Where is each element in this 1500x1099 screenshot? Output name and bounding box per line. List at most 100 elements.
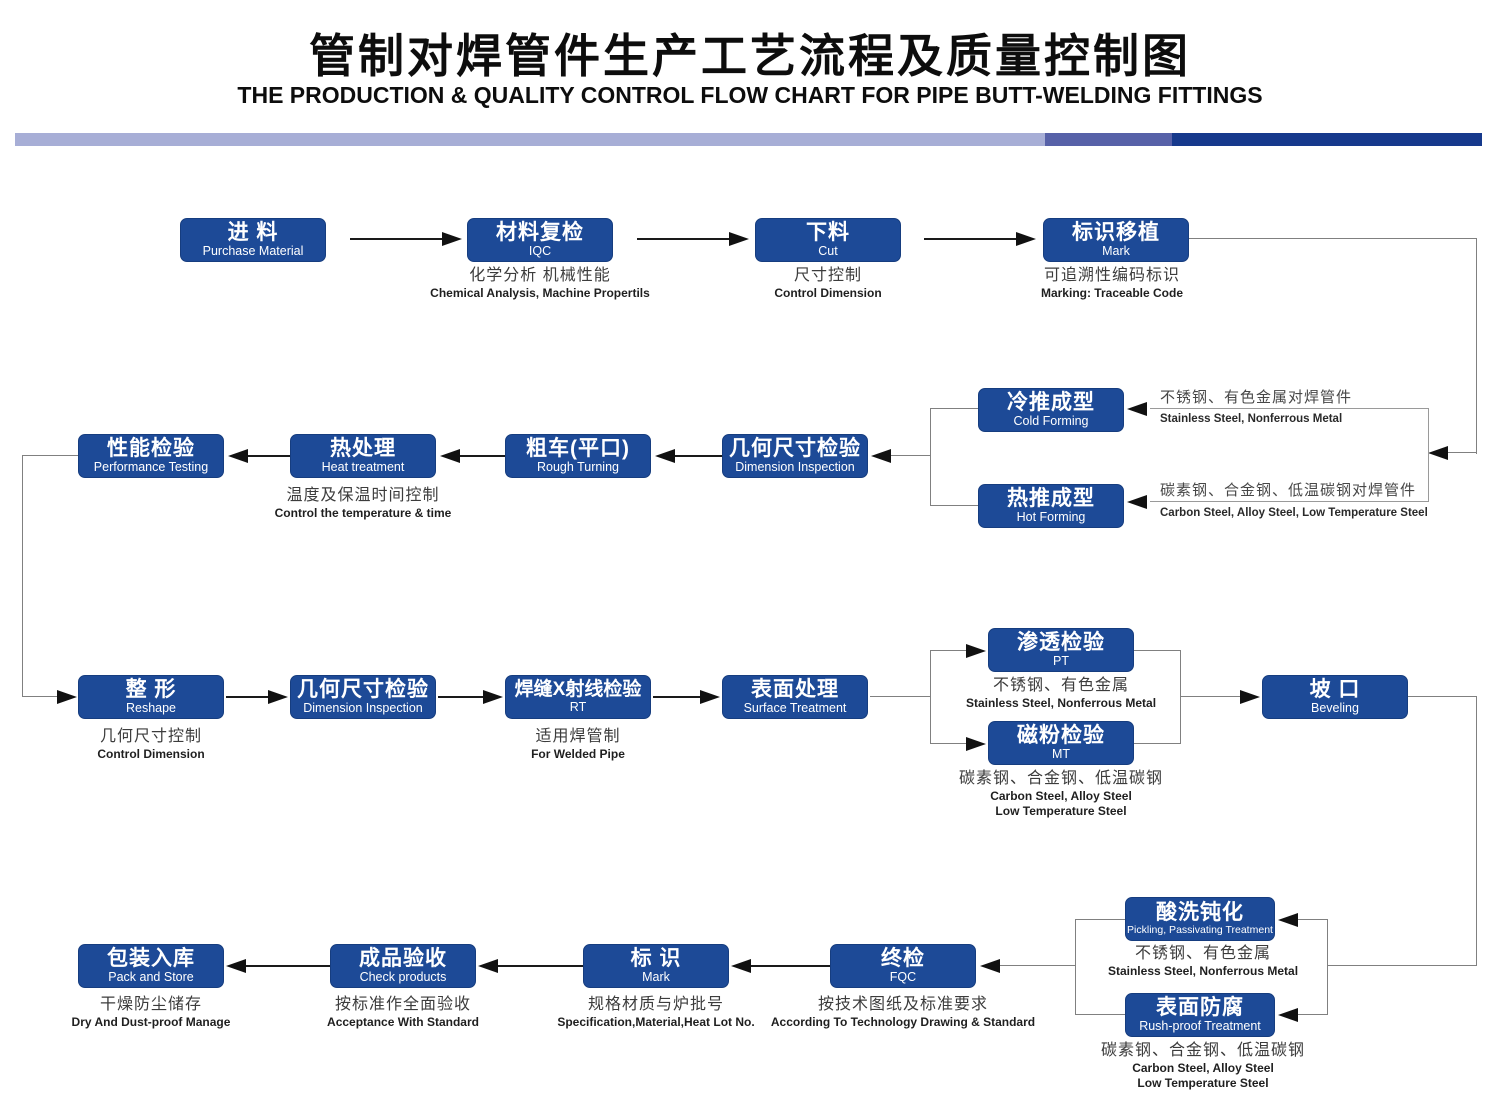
node-rt-inspection: 焊缝X射线检验 RT: [505, 675, 651, 719]
page-subtitle: THE PRODUCTION & QUALITY CONTROL FLOW CH…: [237, 82, 1263, 108]
note-check-products-zh: 按标准作全面验收: [334, 996, 471, 1013]
note-fqc-zh: 按技术图纸及标准要求: [817, 996, 988, 1013]
node-pt-en: PT: [1053, 653, 1069, 668]
note-pack-and-store: 干燥防尘储存 Dry And Dust-proof Manage: [1, 995, 301, 1030]
node-beveling-zh: 坡 口: [1309, 677, 1361, 701]
note-mark-transplant: 可追溯性编码标识 Marking: Traceable Code: [962, 266, 1262, 301]
label-cold-forming-en: Stainless Steel, Nonferrous Metal: [1160, 413, 1343, 425]
node-pt: 渗透检验 PT: [988, 628, 1134, 672]
node-pickling-passivating-zh: 酸洗钝化: [1156, 900, 1244, 924]
arrowhead-right: [1240, 690, 1260, 704]
note-mt-zh: 碳素钢、合金钢、低温碳钢: [958, 770, 1163, 787]
node-rough-turning: 粗车(平口) Rough Turning: [505, 434, 651, 478]
arrowhead-left: [1127, 495, 1147, 509]
flow-line: [498, 965, 583, 967]
arrowhead-left: [655, 449, 675, 463]
node-rust-proof-treatment: 表面防腐 Rush-proof Treatment: [1125, 993, 1275, 1037]
note-mt: 碳素钢、合金钢、低温碳钢 Carbon Steel, Alloy Steel L…: [911, 769, 1211, 819]
note-mark-final-en: Specification,Material,Heat Lot No.: [557, 1015, 755, 1029]
note-pickling: 不锈钢、有色金属 Stainless Steel, Nonferrous Met…: [1053, 944, 1353, 979]
note-fqc: 按技术图纸及标准要求 According To Technology Drawi…: [733, 995, 1073, 1030]
node-purchase-material-en: Purchase Material: [202, 243, 304, 258]
arrowhead-right: [700, 690, 720, 704]
note-mt-en2: Low Temperature Steel: [995, 804, 1127, 818]
node-beveling-en: Beveling: [1311, 700, 1359, 715]
node-pack-and-store: 包装入库 Pack and Store: [78, 944, 224, 988]
note-rt-zh: 适用焊管制: [535, 728, 621, 745]
node-mark-final-en: Mark: [642, 969, 670, 984]
flow-line: [248, 455, 290, 457]
node-reshape: 整 形 Reshape: [78, 675, 224, 719]
connector-line: [930, 650, 931, 744]
node-fqc: 终检 FQC: [830, 944, 976, 988]
node-mt-zh: 磁粉检验: [1017, 723, 1105, 747]
node-mark-transplant: 标识移植 Mark: [1043, 218, 1189, 262]
node-pack-and-store-en: Pack and Store: [108, 969, 194, 984]
arrowhead-left: [440, 449, 460, 463]
arrowhead-left: [871, 449, 891, 463]
connector-line: [890, 455, 930, 456]
node-mark-transplant-en: Mark: [1102, 243, 1130, 258]
connector-line: [22, 696, 58, 697]
node-heat-treatment: 热处理 Heat treatment: [290, 434, 436, 478]
node-mt-en: MT: [1051, 746, 1071, 761]
connector-line: [1000, 965, 1075, 966]
header-bar-dark: [1172, 133, 1482, 146]
node-hot-forming-en: Hot Forming: [1016, 509, 1086, 524]
connector-line: [1476, 238, 1477, 454]
note-mark-transplant-en: Marking: Traceable Code: [1040, 286, 1184, 300]
node-iqc-zh: 材料复检: [496, 220, 584, 244]
connector-line: [1075, 1014, 1125, 1015]
arrowhead-left: [228, 449, 248, 463]
node-iqc: 材料复检 IQC: [467, 218, 613, 262]
label-cold-forming-zh: 不锈钢、有色金属对焊管件: [1160, 389, 1353, 406]
node-fqc-en: FQC: [889, 969, 917, 984]
note-mark-final-zh: 规格材质与炉批号: [587, 996, 724, 1013]
label-hot-forming-zh: 碳素钢、合金钢、低温碳钢对焊管件: [1160, 482, 1417, 499]
connector-line: [1327, 965, 1477, 966]
note-rt: 适用焊管制 For Welded Pipe: [428, 727, 728, 762]
note-cut: 尺寸控制 Control Dimension: [678, 266, 978, 301]
connector-line: [930, 408, 931, 506]
note-rust-proof-en2: Low Temperature Steel: [1137, 1076, 1269, 1090]
node-beveling: 坡 口 Beveling: [1262, 675, 1408, 719]
note-iqc-zh: 化学分析 机械性能: [469, 267, 611, 284]
node-performance-testing: 性能检验 Performance Testing: [78, 434, 224, 478]
node-check-products-zh: 成品验收: [359, 946, 447, 970]
node-rust-proof-treatment-en: Rush-proof Treatment: [1139, 1018, 1261, 1033]
connector-line: [1180, 696, 1240, 697]
connector-line: [930, 408, 978, 409]
node-performance-testing-en: Performance Testing: [93, 459, 209, 474]
connector-line: [22, 455, 78, 456]
node-pickling-passivating-en: Pickling, Passivating Treatment: [1127, 924, 1273, 937]
node-cold-forming: 冷推成型 Cold Forming: [978, 388, 1124, 432]
node-reshape-zh: 整 形: [125, 677, 177, 701]
header-bar-mid: [1045, 133, 1172, 146]
note-cut-en: Control Dimension: [774, 286, 882, 300]
connector-line: [930, 743, 966, 744]
note-mark-transplant-zh: 可追溯性编码标识: [1043, 267, 1180, 284]
connector-line: [1297, 919, 1327, 920]
connector-line: [1075, 919, 1076, 1015]
note-pt-en: Stainless Steel, Nonferrous Metal: [965, 696, 1157, 710]
node-hot-forming-zh: 热推成型: [1007, 486, 1095, 510]
node-heat-treatment-en: Heat treatment: [321, 459, 405, 474]
arrowhead-left: [1428, 446, 1448, 460]
note-rt-en: For Welded Pipe: [531, 747, 625, 761]
note-heat-treatment-en: Control the temperature & time: [274, 506, 452, 520]
arrowhead-right: [1016, 232, 1036, 246]
node-rust-proof-treatment-zh: 表面防腐: [1156, 995, 1244, 1019]
note-heat-treatment: 温度及保温时间控制 Control the temperature & time: [213, 486, 513, 521]
connector-line: [1180, 650, 1181, 744]
arrowhead-right: [966, 644, 986, 658]
note-iqc: 化学分析 机械性能 Chemical Analysis, Machine Pro…: [390, 266, 690, 301]
arrowhead-left: [478, 959, 498, 973]
node-iqc-en: IQC: [528, 243, 552, 258]
page-title: 管制对焊管件生产工艺流程及质量控制图: [309, 30, 1191, 82]
note-pack-and-store-en: Dry And Dust-proof Manage: [71, 1015, 231, 1029]
node-pack-and-store-zh: 包装入库: [107, 946, 195, 970]
arrowhead-left: [1127, 402, 1147, 416]
arrowhead-right: [442, 232, 462, 246]
node-dimension-inspection-2-en: Dimension Inspection: [303, 700, 423, 715]
arrowhead-left: [980, 959, 1000, 973]
